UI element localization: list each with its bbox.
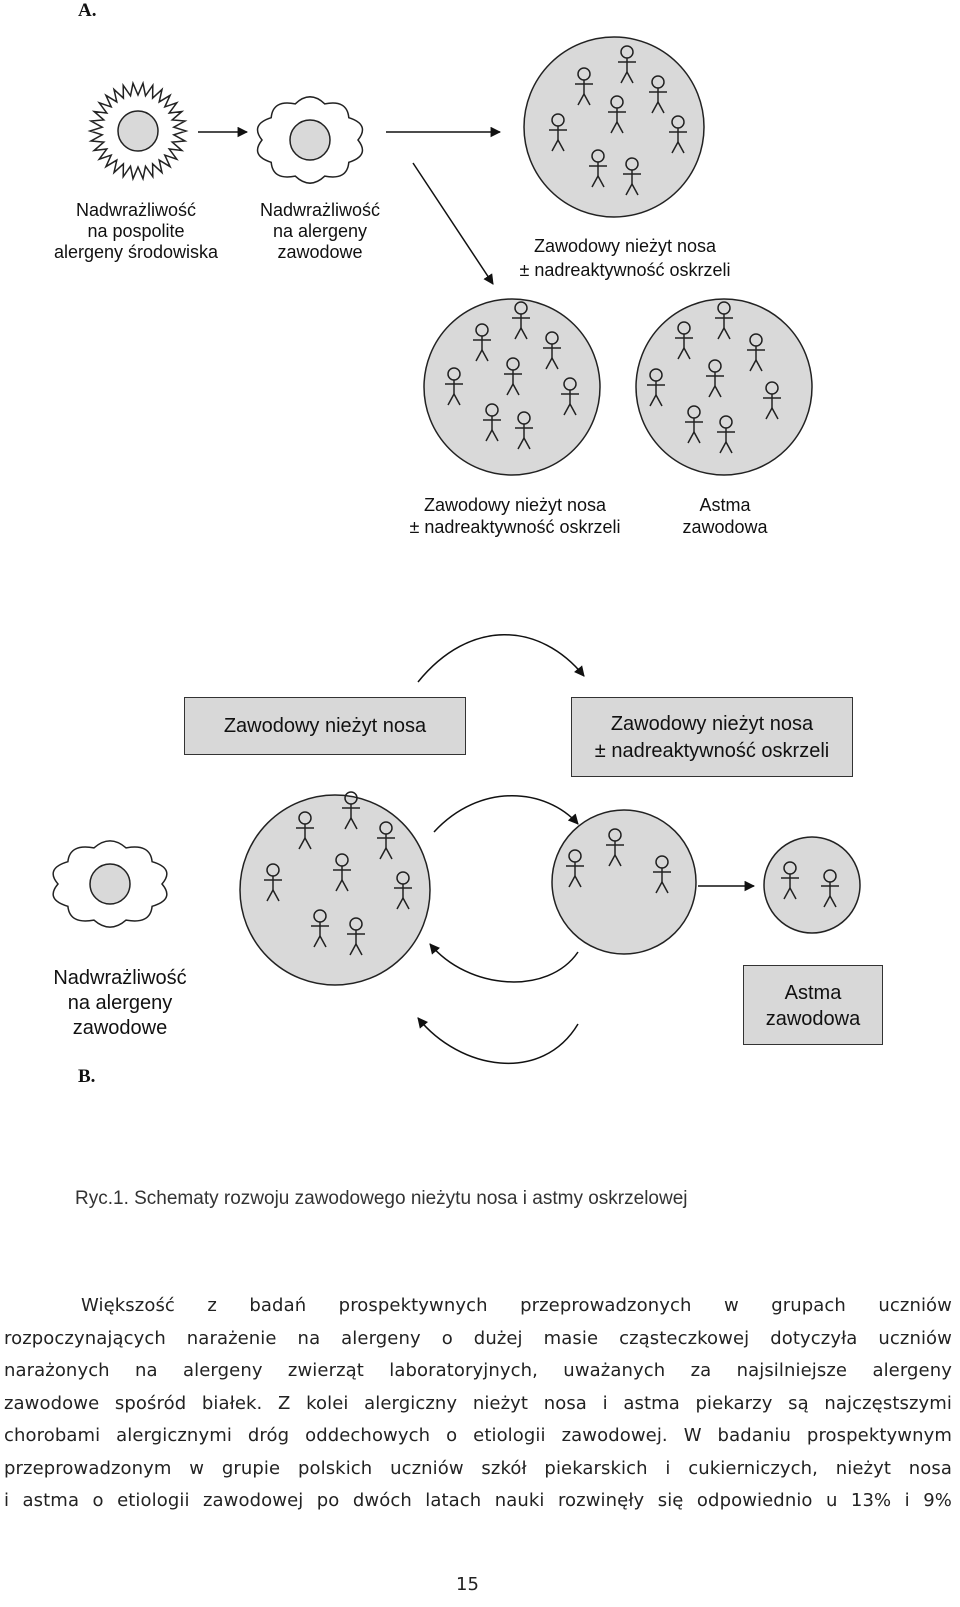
population-circle-small xyxy=(763,836,861,934)
label-line: alergeny środowiska xyxy=(53,242,219,262)
paragraph-line: Większość z badań prospektywnych przepro… xyxy=(81,1295,952,1316)
label-line: Zawodowy nieżyt nosa xyxy=(423,495,607,515)
paragraph-line: zawodowe spośród białek. Z kolei alergic… xyxy=(4,1392,952,1414)
label-line: Nadwrażliwość xyxy=(53,967,187,989)
paragraph-line: chorobami alergicznymi dróg oddechowych … xyxy=(4,1425,952,1446)
population-circle-medium xyxy=(551,809,697,955)
box-label: Zawodowy nieżyt nosa xyxy=(610,713,814,735)
label-sensitization-b: Nadwrażliwość na alergeny zawodowe xyxy=(30,966,210,1041)
label-line: Nadwrażliwość xyxy=(259,200,381,220)
label-line: zawodowa xyxy=(682,517,768,537)
box-label: Zawodowy nieżyt nosa xyxy=(223,715,427,737)
starburst-sensitization-icon xyxy=(87,80,189,182)
arrow-bottom-return-curve xyxy=(417,1017,579,1065)
box-label: zawodowa xyxy=(765,1008,861,1030)
figure-caption: Ryc.1. Schematy rozwoju zawodowego nieży… xyxy=(75,1188,688,1209)
box-label: Astma xyxy=(784,982,842,1004)
label-general-allergens: Nadwrażliwość na pospolite alergeny środ… xyxy=(36,200,236,263)
cloud-sensitization-icon-b xyxy=(52,840,168,928)
page-number: 15 xyxy=(456,1574,479,1595)
label-line: ± nadreaktywność oskrzeli xyxy=(519,260,731,280)
label-line: zawodowe xyxy=(72,1017,168,1039)
arrow-middle-return-curve xyxy=(429,943,579,983)
paragraph-line: rozpoczynających narażenie na alergeny o… xyxy=(4,1327,952,1349)
paragraph-line: narażonych na alergeny zwierząt laborato… xyxy=(4,1360,952,1381)
label-line: ± nadreaktywność oskrzeli xyxy=(409,517,621,537)
cloud-sensitization-icon xyxy=(256,96,364,184)
population-circle-large xyxy=(239,794,431,986)
arrow-top-curve xyxy=(417,634,585,683)
arrow-occupational-to-progression xyxy=(412,162,494,285)
panel-a-letter: A. xyxy=(78,0,97,21)
label-line: zawodowe xyxy=(277,242,363,262)
label-line: na pospolite xyxy=(87,221,185,241)
box-rhinitis-bhr: Zawodowy nieżyt nosa ± nadreaktywność os… xyxy=(571,697,853,777)
label-line: na alergeny xyxy=(272,221,368,241)
label-top-circle: Zawodowy nieżyt nosa ± nadreaktywność os… xyxy=(500,234,750,282)
label-bottom-left-circle: Zawodowy nieżyt nosa ± nadreaktywność os… xyxy=(390,494,640,538)
paragraph-line: przeprowadzonym w grupie polskich ucznió… xyxy=(4,1457,952,1479)
label-line: Zawodowy nieżyt nosa xyxy=(533,236,717,256)
label-line: Astma xyxy=(699,495,751,515)
label-line: Nadwrażliwość xyxy=(75,200,197,220)
label-occupational-allergens: Nadwrażliwość na alergeny zawodowe xyxy=(230,200,410,263)
body-paragraph: Większość z badań prospektywnych przepro… xyxy=(4,1290,952,1518)
box-occupational-asthma: Astma zawodowa xyxy=(743,965,883,1045)
paragraph-line: i astma o etiologii zawodowej po dwóch l… xyxy=(4,1490,952,1511)
box-label: ± nadreaktywność oskrzeli xyxy=(594,740,830,762)
population-circle-bottom-right xyxy=(635,298,813,476)
panel-b-letter: B. xyxy=(78,1066,96,1087)
arrow-middle-curve xyxy=(433,795,579,833)
box-occupational-rhinitis: Zawodowy nieżyt nosa xyxy=(184,697,466,755)
label-line: na alergeny xyxy=(67,992,173,1014)
label-bottom-right-circle: Astma zawodowa xyxy=(665,494,785,538)
